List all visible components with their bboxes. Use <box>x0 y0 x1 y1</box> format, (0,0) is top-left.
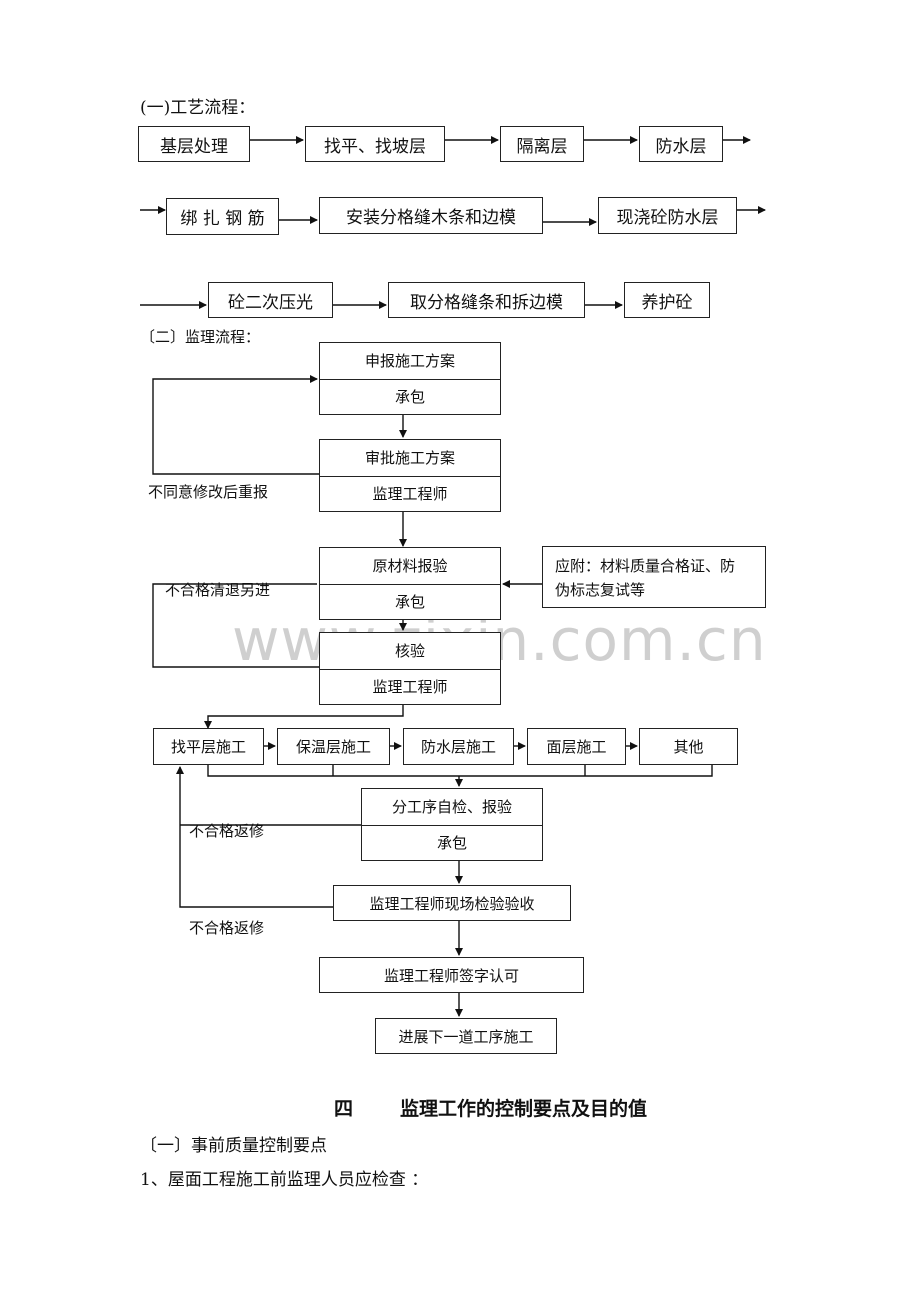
approve-plan-label: 审批施工方案 <box>320 440 500 477</box>
attachment-note-line2: 伪标志复试等 <box>555 581 646 599</box>
verify-label: 核验 <box>320 633 500 670</box>
process-step-remove: 取分格缝条和拆边模 <box>388 282 585 318</box>
attachment-note-box: 应附：材料质量合格证、防 伪标志复试等 <box>542 546 766 608</box>
submit-plan-party: 承包 <box>394 387 425 406</box>
onsite-inspection-box: 监理工程师现场检验验收 <box>333 885 571 921</box>
stage-waterproof: 防水层施工 <box>403 728 514 765</box>
verify-party: 监理工程师 <box>372 677 448 696</box>
approve-plan-box: 审批施工方案 监理工程师 <box>319 439 501 512</box>
process-step-waterproof: 防水层 <box>639 126 723 162</box>
process-step-cast: 现浇砼防水层 <box>598 197 737 234</box>
process-step-formwork: 安装分格缝木条和边模 <box>319 197 543 234</box>
selfcheck-box: 分工序自检、报验 承包 <box>361 788 543 861</box>
next-step-box: 进展下一道工序施工 <box>375 1018 557 1054</box>
supervision-section-title: 〔二〕监理流程： <box>140 328 261 346</box>
process-step-rebar: 绑 扎 钢 筋 <box>166 198 279 235</box>
stage-other: 其他 <box>639 728 738 765</box>
rework-label-1: 不合格返修 <box>189 822 265 840</box>
process-step-leveling: 找平、找坡层 <box>305 126 445 162</box>
unqualified-exit-label: 不合格清退另进 <box>165 581 271 599</box>
stage-surface: 面层施工 <box>527 728 626 765</box>
signoff-box: 监理工程师签字认可 <box>319 957 584 993</box>
subheading: 〔一〕事前质量控制要点 <box>140 1136 327 1156</box>
stage-leveling: 找平层施工 <box>153 728 264 765</box>
process-step-cure: 养护砼 <box>624 282 710 318</box>
chapter-title: 监理工作的控制要点及目的值 <box>400 1098 648 1120</box>
attachment-note-line1: 应附：材料质量合格证、防 <box>555 557 736 575</box>
item-1: 1、屋面工程施工前监理人员应检查 ： <box>140 1170 429 1190</box>
submit-plan-box: 申报施工方案 承包 <box>319 342 501 415</box>
process-section-title: (一)工艺流程： <box>140 98 256 118</box>
stage-insulation: 保温层施工 <box>277 728 390 765</box>
approve-plan-party: 监理工程师 <box>372 484 448 503</box>
material-inspection-party: 承包 <box>394 592 425 611</box>
material-inspection-label: 原材料报验 <box>320 548 500 585</box>
rework-label-2: 不合格返修 <box>189 919 265 937</box>
reject-label: 不同意修改后重报 <box>148 483 269 501</box>
selfcheck-party: 承包 <box>436 833 467 852</box>
process-step-polish: 砼二次压光 <box>208 282 333 318</box>
verify-box: 核验 监理工程师 <box>319 632 501 705</box>
submit-plan-label: 申报施工方案 <box>320 343 500 380</box>
chapter-number: 四 <box>334 1098 354 1120</box>
process-step-base: 基层处理 <box>138 126 250 162</box>
selfcheck-label: 分工序自检、报验 <box>362 789 542 826</box>
process-step-isolation: 隔离层 <box>500 126 584 162</box>
material-inspection-box: 原材料报验 承包 <box>319 547 501 620</box>
